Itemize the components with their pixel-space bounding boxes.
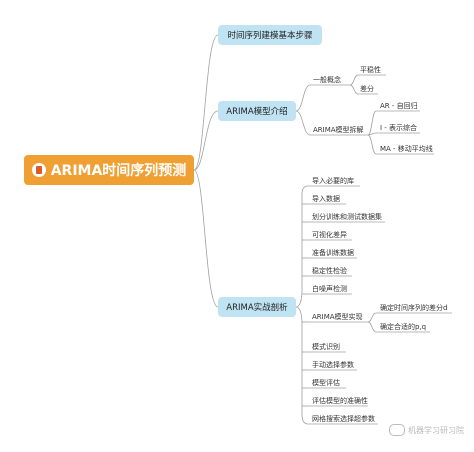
hourglass-icon — [31, 163, 46, 177]
node-pattern-recognition[interactable]: 模式识别 — [312, 343, 340, 351]
wechat-icon — [389, 424, 405, 436]
root-label: ARIMA时间序列预测 — [50, 163, 187, 179]
node-white-noise-test[interactable]: 白噪声检测 — [312, 285, 347, 293]
node-accuracy-eval[interactable]: 评估模型的准确性 — [312, 397, 368, 405]
branch-label: ARIMA模型介绍 — [226, 107, 288, 117]
node-determine-d[interactable]: 确定时间序列的差分d — [380, 304, 448, 312]
branch-label: ARIMA实战剖析 — [226, 303, 288, 313]
node-model-breakdown[interactable]: ARIMA模型拆解 — [313, 126, 364, 134]
node-import-libs[interactable]: 导入必要的库 — [312, 177, 354, 185]
node-manual-params[interactable]: 手动选择参数 — [312, 361, 354, 369]
branch-modeling-steps[interactable]: 时间序列建模基本步骤 — [218, 25, 322, 45]
watermark: 机器学习研习院 — [389, 424, 464, 436]
node-ar[interactable]: AR - 自回归 — [380, 102, 418, 110]
node-determine-pq[interactable]: 确定合适的p,q — [380, 323, 427, 331]
node-i[interactable]: I - 表示综合 — [380, 124, 418, 132]
branch-practice[interactable]: ARIMA实战剖析 — [218, 297, 296, 317]
node-grid-search[interactable]: 网格搜索选择超参数 — [312, 415, 375, 423]
branch-label: 时间序列建模基本步骤 — [227, 31, 313, 41]
node-visualize-diff[interactable]: 可视化差异 — [312, 231, 347, 239]
node-import-data[interactable]: 导入数据 — [312, 195, 340, 203]
node-split-data[interactable]: 划分训练和测试数据集 — [312, 213, 382, 221]
node-differencing[interactable]: 差分 — [360, 85, 374, 93]
watermark-text: 机器学习研习院 — [408, 425, 464, 435]
node-prepare-training[interactable]: 准备训练数据 — [312, 249, 354, 257]
node-model-evaluation[interactable]: 模型评估 — [312, 379, 340, 387]
node-ma[interactable]: MA - 移动平均线 — [380, 145, 433, 153]
node-stationarity[interactable]: 平稳性 — [360, 66, 381, 74]
branch-model-intro[interactable]: ARIMA模型介绍 — [218, 101, 296, 121]
node-stationarity-test[interactable]: 稳定性检验 — [312, 267, 347, 275]
node-model-implementation[interactable]: ARIMA模型实现 — [312, 313, 363, 321]
root-node[interactable]: ARIMA时间序列预测 — [24, 155, 194, 185]
node-general-concept[interactable]: 一般概念 — [313, 76, 341, 84]
